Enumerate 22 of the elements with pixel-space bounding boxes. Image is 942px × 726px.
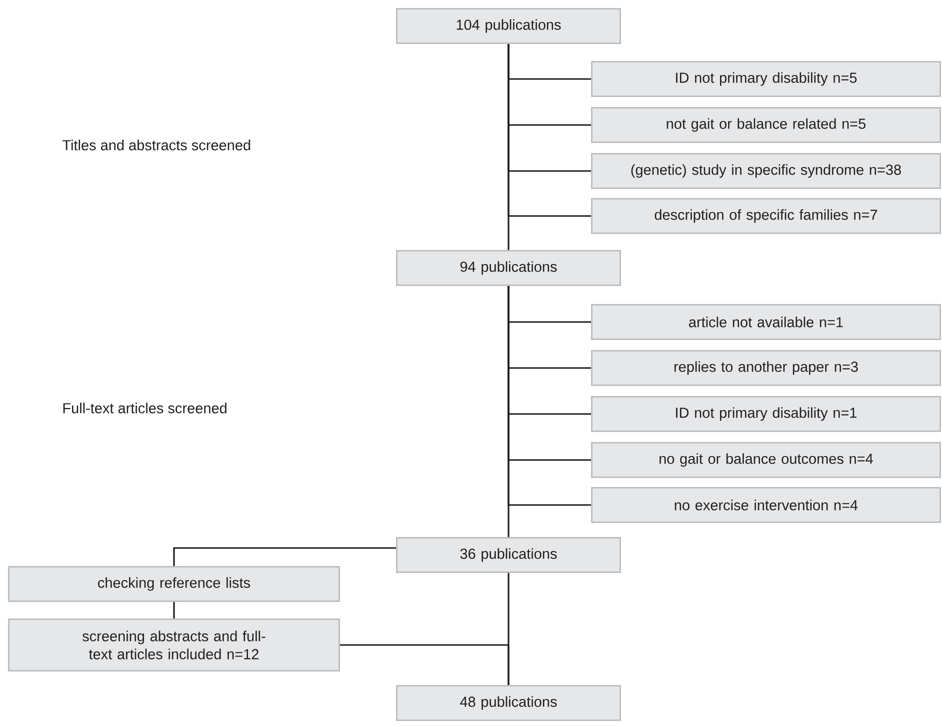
process-box: 48 publications xyxy=(396,685,621,721)
process-box: 36 publications xyxy=(396,537,621,573)
connector-line xyxy=(340,644,510,685)
process-box: no gait or balance outcomes n=4 xyxy=(591,442,941,478)
section-label: Titles and abstracts screened xyxy=(62,140,250,150)
process-box: no exercise intervention n=4 xyxy=(591,487,941,523)
process-box: (genetic) study in specific syndrome n=38 xyxy=(591,153,941,189)
connector-line xyxy=(173,547,396,566)
process-box: ID not primary disability n=5 xyxy=(591,61,941,97)
process-box: article not available n=1 xyxy=(591,304,941,340)
connector-line xyxy=(508,286,591,506)
process-box: 104 publications xyxy=(396,8,621,44)
process-box: checking reference lists xyxy=(8,566,340,602)
process-box: description of specific families n=7 xyxy=(591,198,941,234)
connector-line xyxy=(508,44,591,217)
process-box: 94 publications xyxy=(396,250,621,286)
section-label: Full-text articles screened xyxy=(63,402,226,414)
process-box: ID not primary disability n=1 xyxy=(591,396,941,432)
process-box: screening abstracts and full-text articles included n=12 xyxy=(8,618,340,672)
connector-line xyxy=(173,602,175,618)
process-box: replies to another paper n=3 xyxy=(591,350,941,386)
process-box: not gait or balance related n=5 xyxy=(591,107,941,143)
